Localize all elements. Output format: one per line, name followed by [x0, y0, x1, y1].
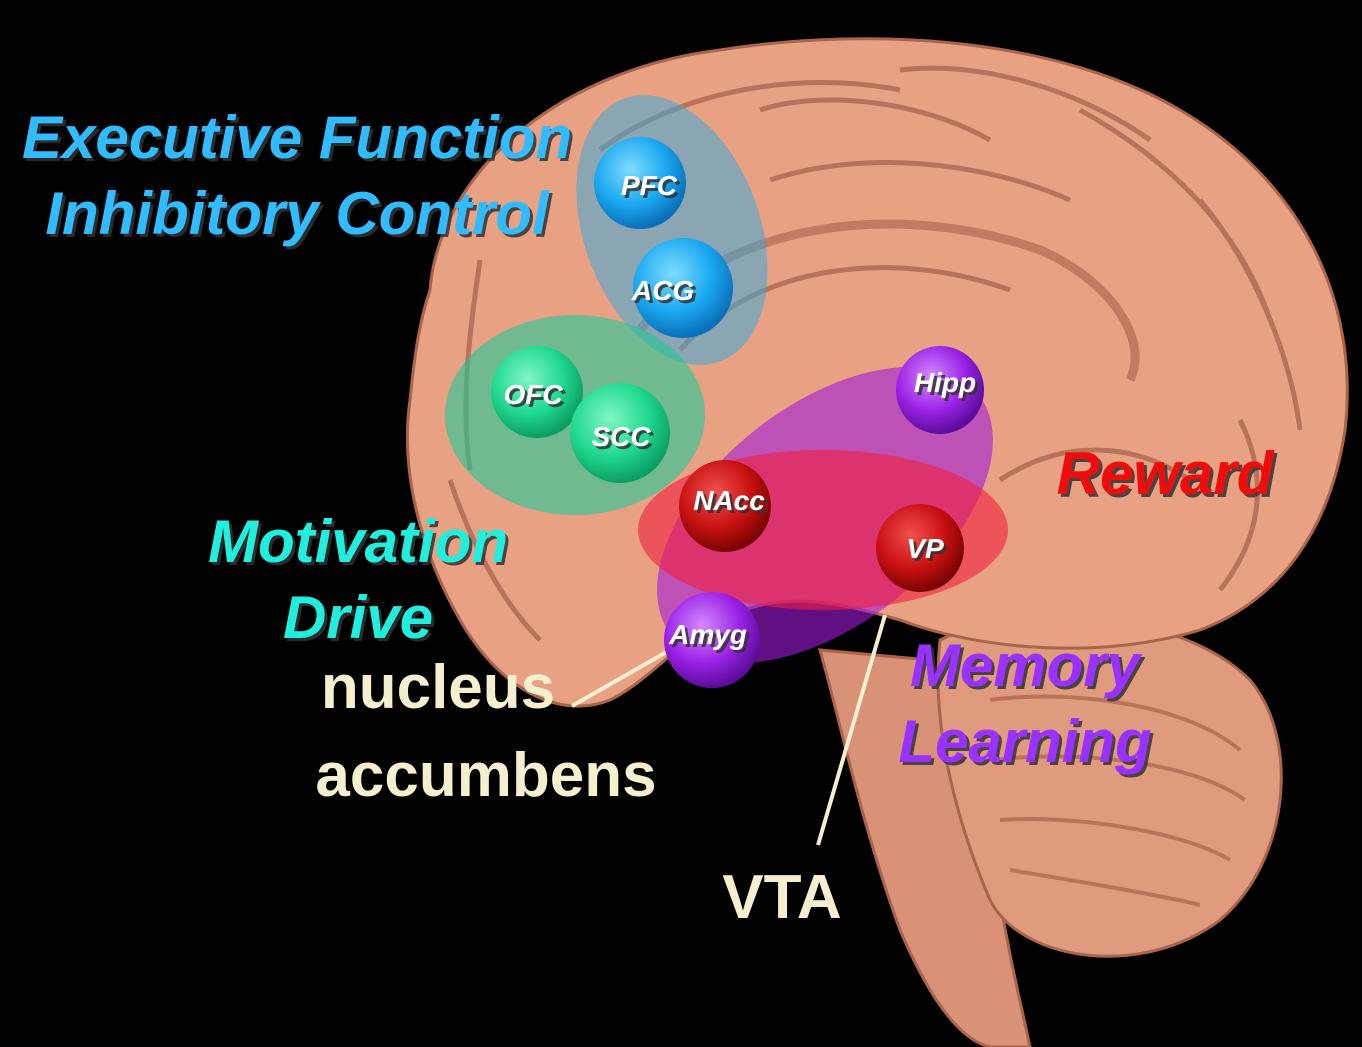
reward-heading: Reward [1057, 440, 1275, 507]
nacc-label: NAcc [693, 485, 765, 516]
memory-heading-line1: Memory [910, 632, 1143, 699]
scc-label: SCC [591, 421, 651, 452]
pfc-label: PFC [621, 170, 678, 201]
amyg-label: Amyg [668, 619, 747, 650]
accumbens-label: accumbens [315, 741, 656, 810]
ofc-label: OFC [503, 379, 563, 410]
vp-label: VP [906, 533, 944, 564]
acg-label: ACG [631, 275, 694, 306]
memory-heading-line2: Learning [898, 708, 1151, 775]
motivation-heading-line1: Motivation [208, 508, 508, 575]
executive-heading-line2: Inhibitory Control [45, 180, 550, 247]
motivation-heading-line2: Drive [283, 584, 433, 651]
vta-label: VTA [722, 863, 841, 932]
executive-heading-line1: Executive Function [22, 104, 572, 171]
nucleus-label: nucleus [321, 653, 555, 722]
hipp-label: Hipp [914, 367, 976, 398]
